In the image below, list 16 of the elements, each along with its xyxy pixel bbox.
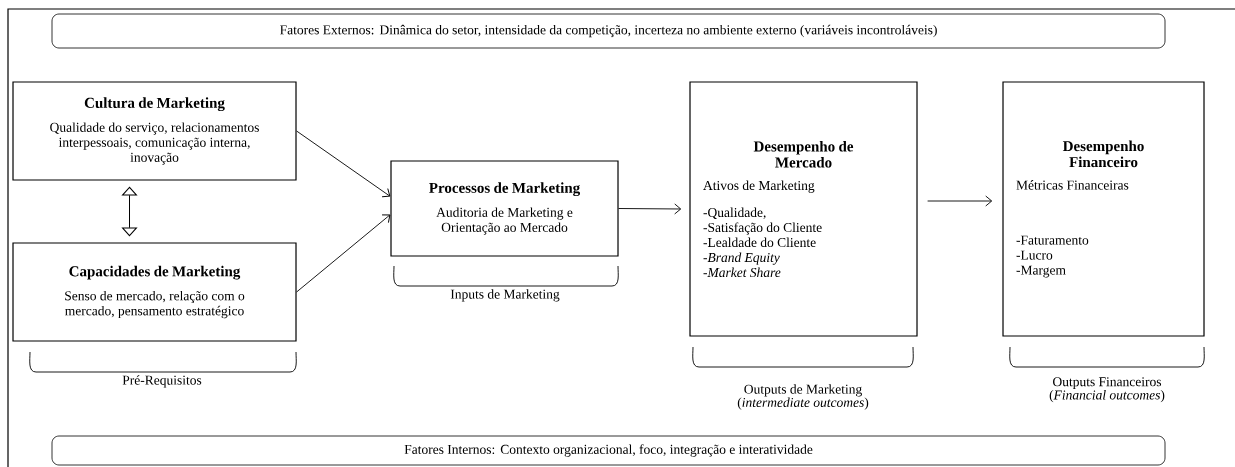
group-label: Outputs de Marketing (intermediate outcomes) bbox=[737, 384, 869, 410]
process-box: Capacidades de Marketing Senso de mercado, relação com o mercado, pensamento estratégico bbox=[12, 242, 297, 342]
arrow bbox=[618, 203, 682, 215]
outcome-box: Desempenho de Mercado Ativos de Marketing -Qualidade, -Satisfação do Cliente -Lealdade do Cliente -Brand Equity -Market Share bbox=[689, 81, 918, 337]
group-label: Outputs Financeiros (Financial outcomes) bbox=[1049, 377, 1165, 403]
factor-band: Fatores Externos: Dinâmica do setor, intensidade da competição, incerteza no ambiente externo (variáveis incontroláveis) bbox=[51, 13, 1166, 49]
arrow bbox=[296, 214, 391, 293]
outcome-box: Desempenho Financeiro Métricas Financeiras -Faturamento -Lucro -Margem bbox=[1002, 81, 1205, 337]
factor-band: Fatores Internos: Contexto organizacional, foco, integração e interatividade bbox=[51, 435, 1166, 466]
double-arrow bbox=[122, 186, 137, 237]
arrow bbox=[296, 130, 391, 198]
group-label: Pré-Requisitos bbox=[122, 375, 202, 388]
process-box: Processos de Marketing Auditoria de Marketing e Orientação ao Mercado bbox=[390, 160, 619, 257]
arrow bbox=[927, 195, 993, 207]
group-label: Inputs de Marketing bbox=[450, 289, 560, 302]
process-box: Cultura de Marketing Qualidade do serviço, relacionamentos interpessoais, comunicação interna, inovação bbox=[12, 81, 297, 181]
